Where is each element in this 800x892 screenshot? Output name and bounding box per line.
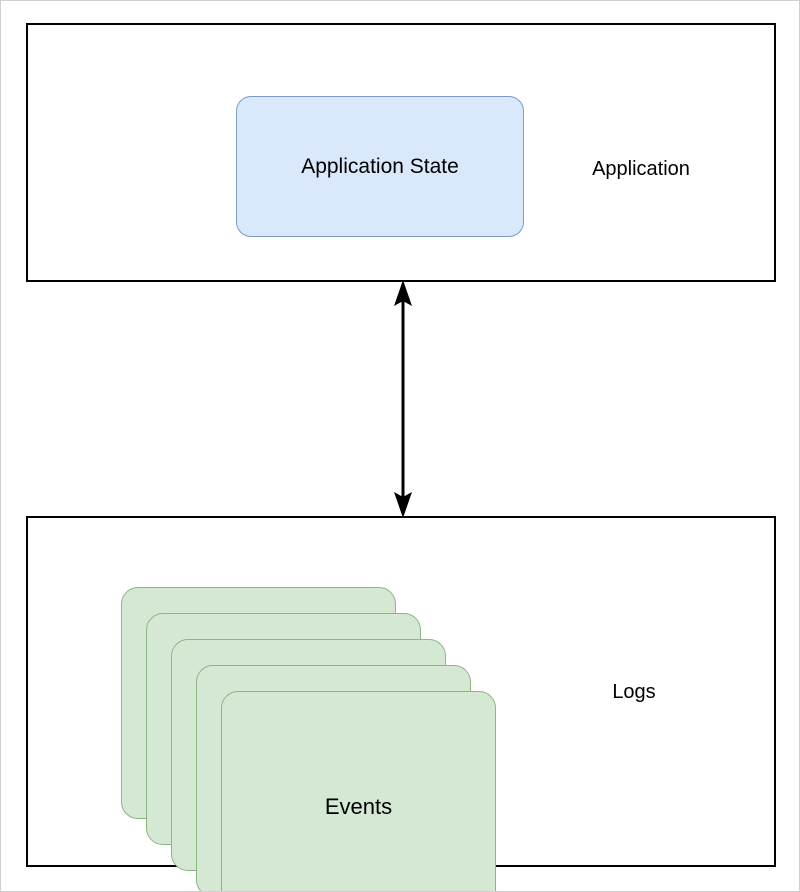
- events-label: Events: [324, 794, 393, 819]
- application-state-node[interactable]: Application State: [236, 96, 524, 237]
- event-card-front[interactable]: Events: [221, 691, 496, 891]
- logs-container-label: Logs: [612, 681, 656, 703]
- application-container-label: Application: [592, 158, 690, 180]
- connector-arrowhead-up: [394, 280, 412, 306]
- application-logs-connector-arrow: [394, 280, 412, 518]
- application-state-label: Application State: [301, 154, 459, 178]
- events-card-stack[interactable]: Events: [121, 587, 496, 891]
- connector-arrowhead-down: [394, 492, 412, 518]
